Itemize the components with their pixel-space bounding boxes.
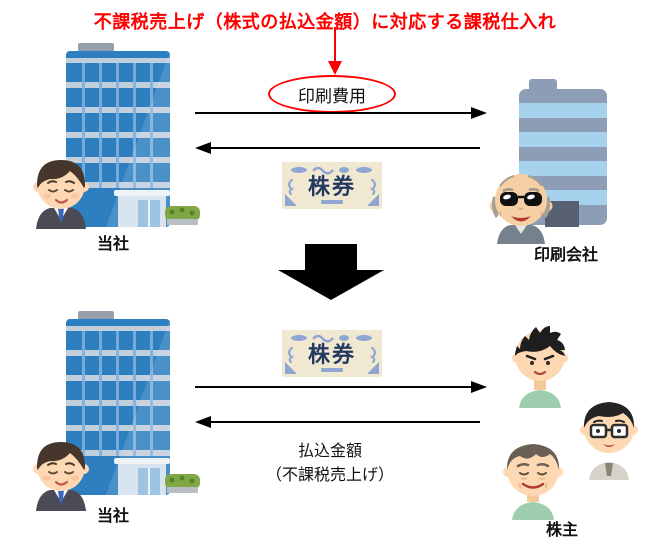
printing-cost-label: 印刷費用 bbox=[298, 86, 366, 106]
arrow-right-top-icon bbox=[195, 107, 487, 119]
shareholders-label: 株主 bbox=[545, 522, 578, 539]
red-pointer-arrow-icon bbox=[328, 27, 342, 75]
shareholder-senior-icon bbox=[503, 444, 563, 520]
stock-certificate-icon bbox=[282, 162, 382, 209]
payment-amount-text: 払込金額 bbox=[297, 443, 362, 460]
company-label-top: 当社 bbox=[96, 236, 129, 253]
nontaxable-sales-text: （不課税売上げ） bbox=[265, 467, 394, 484]
down-block-arrow-icon bbox=[278, 244, 384, 300]
arrow-left-bottom-icon bbox=[195, 416, 480, 428]
arrow-left-top-icon bbox=[195, 142, 480, 154]
shareholder-young-icon bbox=[512, 326, 568, 408]
businessman-icon bbox=[28, 429, 94, 511]
printer-company-label: 印刷会社 bbox=[533, 247, 598, 264]
businessman-icon bbox=[28, 147, 94, 229]
company-label-bottom: 当社 bbox=[96, 508, 129, 525]
title-text: 不課税売上げ（株式の払込金額）に対応する課税仕入れ bbox=[93, 12, 557, 32]
stock-certificate-icon bbox=[282, 330, 382, 377]
shareholder-glasses-icon bbox=[580, 402, 638, 480]
arrow-right-bottom-icon bbox=[195, 381, 487, 393]
printer-president-icon bbox=[489, 174, 553, 244]
printing-cost-oval: 印刷費用 bbox=[268, 75, 396, 113]
striped-building-icon bbox=[519, 79, 607, 227]
